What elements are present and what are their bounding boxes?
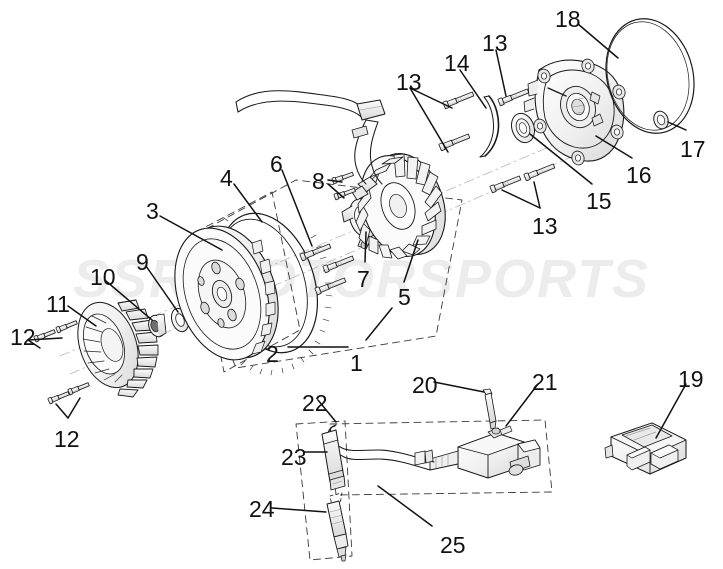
part-screw-8-a — [331, 170, 355, 185]
part-cdi-unit-19 — [604, 422, 687, 475]
callout-24-spark-plug[interactable]: 24 — [249, 496, 275, 522]
part-fan-bolt-b — [55, 318, 79, 334]
callout-15-oil-seal[interactable]: 15 — [586, 188, 612, 214]
part-bolt-13-d — [489, 174, 522, 194]
part-nut-10 — [148, 313, 167, 338]
callout-14-wire-clamp[interactable]: 14 — [444, 50, 470, 76]
part-oil-seal-15 — [511, 112, 535, 144]
callout-9-washer[interactable]: 9 — [136, 249, 149, 275]
part-spark-plug-24 — [326, 492, 349, 562]
part-fan-bolt-d — [67, 380, 91, 396]
callout-21-ignition-coil[interactable]: 21 — [532, 369, 558, 395]
callout-16-stator-cover[interactable]: 16 — [626, 162, 652, 188]
callout-1-magneto-assembly[interactable]: 1 — [350, 350, 363, 376]
callout-7-pickup-coil[interactable]: 7 — [357, 266, 370, 292]
callout-18-cover-gasket[interactable]: 18 — [555, 6, 581, 32]
part-bolt-6-c — [314, 276, 347, 296]
callout-10-nut[interactable]: 10 — [90, 264, 116, 290]
callout-23-spark-plug-cap[interactable]: 23 — [281, 444, 307, 470]
callout-11-cooling-fan[interactable]: 11 — [46, 291, 70, 317]
callout-6-bolt[interactable]: 6 — [270, 151, 283, 177]
group-box-magneto-assembly — [185, 179, 463, 369]
part-coil-bolt-20 — [482, 388, 497, 430]
part-bolt-13-e — [523, 162, 556, 182]
callout-19-cdi-unit[interactable]: 19 — [678, 366, 704, 392]
part-fan-bolt-c — [47, 389, 71, 405]
part-grommet-17 — [653, 110, 669, 130]
part-cooling-fan — [77, 299, 159, 398]
part-ignition-coil-21 — [429, 425, 541, 479]
part-bolt-6-b — [322, 254, 355, 274]
part-wire-clamp-14 — [479, 95, 500, 158]
callout-13-bolt-left[interactable]: 13 — [396, 69, 422, 95]
part-bolt-13-b — [438, 132, 471, 152]
group-box-spark-plug — [295, 420, 353, 561]
callout-12-fan-bolt-lower[interactable]: 12 — [54, 426, 80, 452]
callout-17-grommet[interactable]: 17 — [680, 136, 706, 162]
callout-8-screw[interactable]: 8 — [312, 168, 325, 194]
callout-13-bolt-top[interactable]: 13 — [482, 30, 508, 56]
part-stator-5 — [351, 152, 446, 260]
part-stator-cover-16 — [523, 58, 626, 166]
part-spark-plug-cap-23 — [321, 429, 346, 491]
callout-13-bolt-lower[interactable]: 13 — [532, 213, 558, 239]
leader-lines — [27, 23, 687, 527]
part-ht-lead-22 — [327, 424, 435, 471]
part-cover-gasket-18 — [605, 18, 695, 134]
callout-20-coil-bolt[interactable]: 20 — [412, 372, 438, 398]
callout-22-ht-lead[interactable]: 22 — [302, 390, 328, 416]
callout-3-rotor[interactable]: 3 — [146, 198, 159, 224]
callout-25-spark-plug-group[interactable]: 25 — [440, 532, 466, 558]
part-flywheel-rotor — [174, 212, 333, 376]
callout-4-starter-ring-gear[interactable]: 4 — [220, 165, 233, 191]
callout-2-flywheel-group[interactable]: 2 — [266, 341, 279, 367]
callout-5-stator[interactable]: 5 — [398, 284, 411, 310]
part-wire-harness — [235, 90, 386, 185]
callout-12-fan-bolt-upper[interactable]: 12 — [10, 324, 36, 350]
